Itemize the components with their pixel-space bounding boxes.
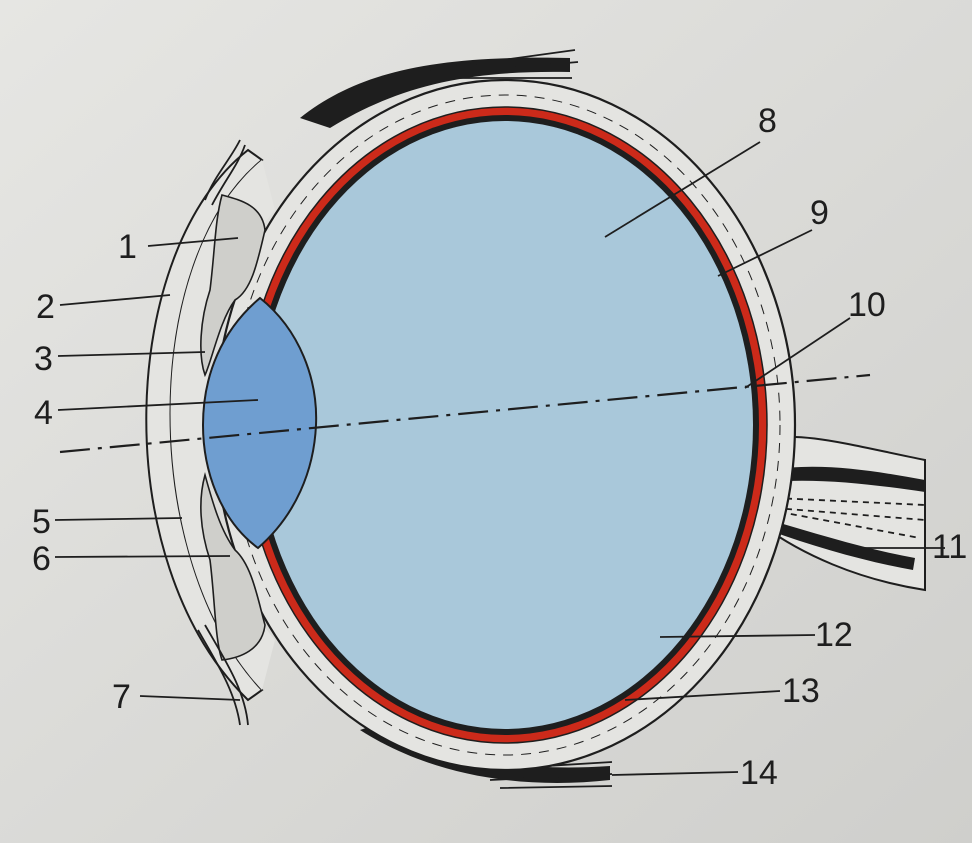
label-11: 11	[932, 528, 967, 566]
label-9: 9	[810, 194, 829, 232]
label-3: 3	[34, 340, 53, 378]
label-7: 7	[112, 678, 131, 716]
vitreous-body	[257, 121, 753, 729]
label-5: 5	[32, 503, 51, 541]
label-14: 14	[740, 754, 778, 792]
label-10: 10	[848, 286, 886, 324]
leader-6	[55, 556, 230, 557]
label-4: 4	[34, 394, 53, 432]
label-6: 6	[32, 540, 51, 578]
label-1: 1	[118, 228, 137, 266]
label-8: 8	[758, 102, 777, 140]
label-2: 2	[36, 288, 55, 326]
label-12: 12	[815, 616, 853, 654]
label-13: 13	[782, 672, 820, 710]
